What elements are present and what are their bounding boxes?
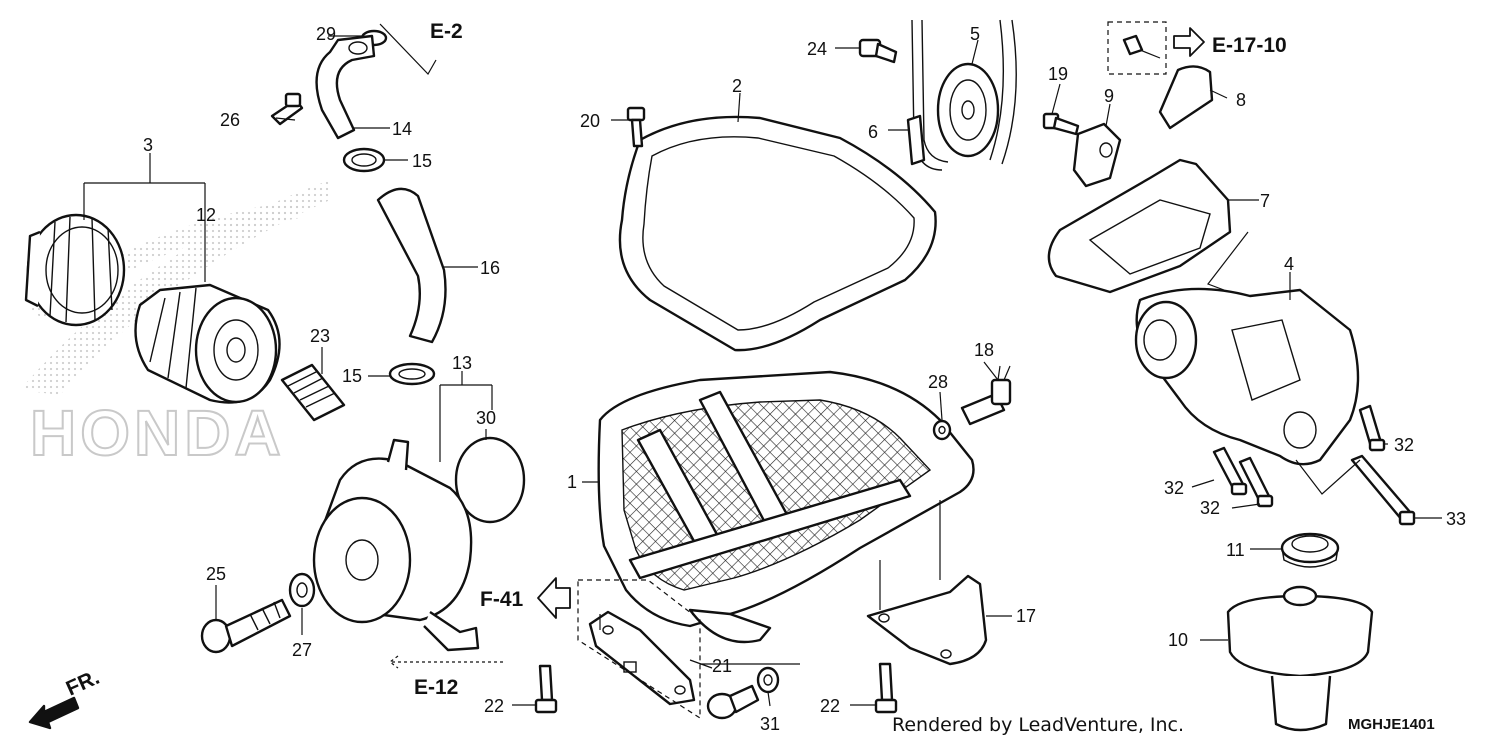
part-5-sprocket (936, 62, 1000, 158)
callout-labels: 1 2 3 4 5 6 7 8 9 10 11 12 13 14 15 15 1… (143, 24, 1466, 734)
ref-arrow-f41: F-41 (480, 577, 571, 619)
callout-15-lower: 15 (342, 366, 362, 386)
callout-22-left: 22 (484, 696, 504, 716)
part-2-gasket (618, 115, 937, 352)
part-3-filter-wrench (24, 213, 126, 327)
part-14-pipe (315, 34, 376, 140)
callout-14: 14 (392, 119, 412, 139)
callout-23: 23 (310, 326, 330, 346)
ref-e2: E-2 (430, 20, 463, 43)
callout-31: 31 (760, 714, 780, 734)
callout-11: 11 (1226, 540, 1245, 560)
callout-30: 30 (476, 408, 496, 428)
part-28-washer (932, 419, 952, 441)
part-21-bracket (588, 610, 696, 706)
part-31-drain-bolt (706, 666, 780, 720)
callout-15-upper: 15 (412, 151, 432, 171)
part-1-oil-pan (597, 370, 975, 644)
part-8-guide (1122, 34, 1214, 130)
part-15-clamp-upper (342, 147, 386, 173)
part-27-washer (288, 572, 316, 608)
watermark-wordmark: HONDA (30, 397, 285, 469)
callout-3: 3 (143, 135, 153, 155)
callout-26: 26 (220, 110, 240, 130)
part-8-group-outline (1107, 21, 1167, 75)
ref-front: FR. (63, 666, 103, 701)
part-17-baffle-plate (866, 574, 988, 666)
callout-22-right: 22 (820, 696, 840, 716)
part-25-bolt (200, 598, 292, 654)
front-direction-arrow: FR. (28, 666, 103, 730)
part-13-oil-cooler (312, 438, 480, 652)
callout-12: 12 (196, 205, 216, 225)
callout-20: 20 (580, 111, 600, 131)
callout-21: 21 (712, 656, 732, 676)
part-22-bolt-right (874, 662, 898, 714)
callout-5: 5 (970, 24, 980, 44)
callout-10: 10 (1168, 630, 1188, 650)
part-30-gasket (454, 436, 526, 524)
callout-16: 16 (480, 258, 500, 278)
ref-e12: E-12 (414, 676, 458, 699)
part-12-oil-filter (134, 283, 281, 404)
callout-17: 17 (1016, 606, 1036, 626)
part-7-gasket (1047, 158, 1232, 294)
callout-29: 29 (316, 24, 336, 44)
diagram-code: MGHJE1401 (1348, 716, 1435, 733)
part-15-clamp-lower (388, 362, 436, 386)
callout-27: 27 (292, 640, 312, 660)
callout-25: 25 (206, 564, 226, 584)
part-6-chain (906, 19, 1017, 171)
rendered-by-credit: Rendered by LeadVenture, Inc. (892, 714, 1184, 736)
callout-33: 33 (1446, 509, 1466, 529)
part-10-strainer (1226, 585, 1374, 732)
part-32-bolt-a (1212, 446, 1248, 496)
callout-24: 24 (807, 39, 827, 59)
callout-4: 4 (1284, 254, 1294, 274)
part-32-bolt-b (1238, 456, 1274, 508)
leader-lines (83, 23, 1442, 707)
ref-arrow-e17-10: E-17-10 (1173, 27, 1287, 57)
callout-1: 1 (567, 472, 577, 492)
callout-32-left: 32 (1164, 478, 1184, 498)
ref-f41: F-41 (480, 588, 524, 611)
ref-arrow-e12: E-12 (389, 655, 506, 699)
callout-18: 18 (974, 340, 994, 360)
callout-7: 7 (1260, 191, 1270, 211)
part-9-tensioner (1072, 122, 1122, 188)
callout-9: 9 (1104, 86, 1114, 106)
part-33-bolt (1350, 454, 1416, 526)
part-32-bolt-c (1358, 404, 1386, 452)
callout-28: 28 (928, 372, 948, 392)
part-21-group-outline (577, 579, 701, 720)
callout-6: 6 (868, 122, 878, 142)
callout-32-right: 32 (1394, 435, 1414, 455)
callout-32-middle: 32 (1200, 498, 1220, 518)
callout-13: 13 (452, 353, 472, 373)
ref-e17-10: E-17-10 (1212, 34, 1287, 57)
callout-8: 8 (1236, 90, 1246, 110)
callout-19: 19 (1048, 64, 1068, 84)
part-23-nipple (280, 363, 346, 422)
ref-arrow-e2: E-2 (430, 20, 463, 43)
callout-2: 2 (732, 76, 742, 96)
part-19-bolt (1042, 112, 1080, 136)
part-22-bolt-left (534, 664, 558, 714)
part-24-bolt (858, 38, 898, 64)
part-16-hose (376, 187, 447, 344)
part-18-sensor (960, 365, 1012, 426)
part-4-oil-pump (1134, 287, 1360, 466)
part-11-seal (1280, 532, 1340, 568)
part-20-bolt (626, 106, 646, 148)
